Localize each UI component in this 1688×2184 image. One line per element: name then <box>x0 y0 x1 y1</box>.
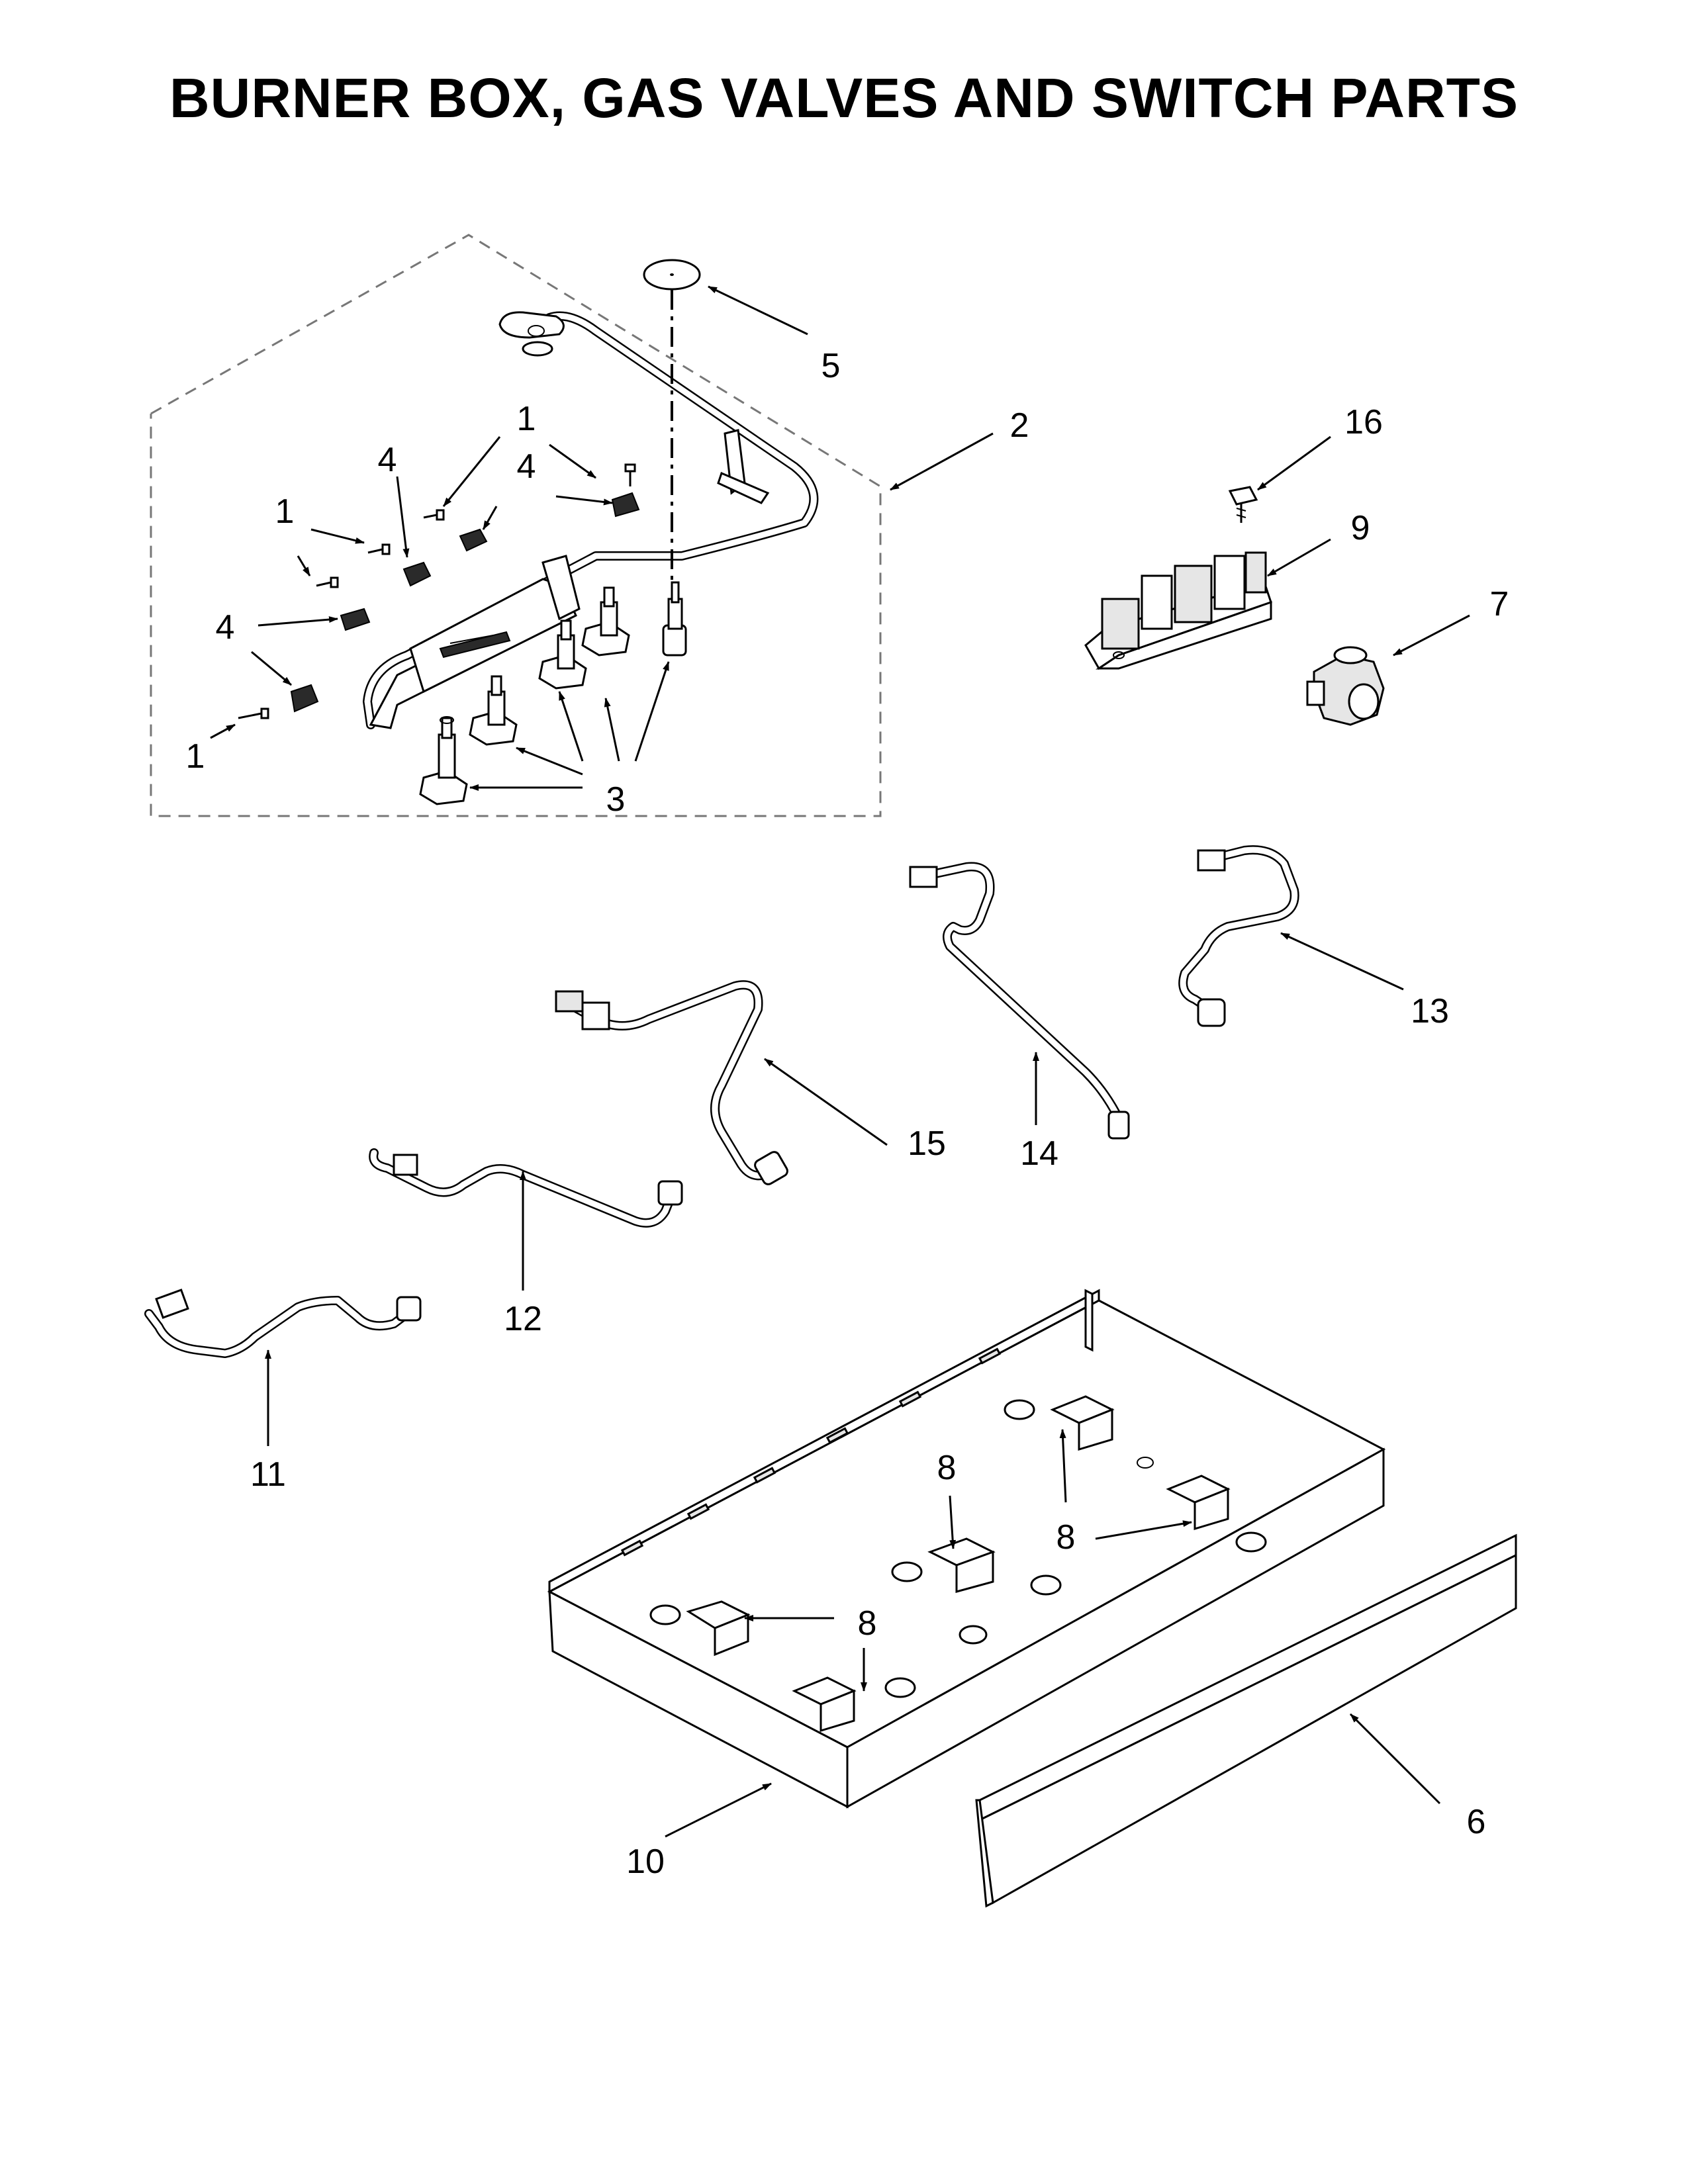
callout-12: 12 <box>504 1300 542 1338</box>
screw-e <box>624 463 636 486</box>
gas-manifold-tube <box>363 311 819 729</box>
leader-arrows <box>210 285 1470 1838</box>
callout-7: 7 <box>1490 585 1509 623</box>
gas-valve-3 <box>538 619 587 690</box>
callout-1-b: 1 <box>275 492 295 531</box>
burner-bracket-2 <box>792 1676 857 1733</box>
ignition-screw <box>1228 486 1258 523</box>
callout-4-c: 4 <box>216 608 235 647</box>
callout-11: 11 <box>250 1455 286 1494</box>
burner-bracket-4 <box>1050 1395 1115 1451</box>
gas-valve-4 <box>581 586 630 657</box>
gas-tube-13 <box>1178 845 1299 1027</box>
callout-13: 13 <box>1411 992 1449 1030</box>
valve-bracket-d <box>290 684 319 713</box>
callout-4-b: 4 <box>378 441 397 479</box>
gas-tube-12 <box>369 1148 683 1228</box>
valve-bracket-a <box>402 561 432 587</box>
burner-box-panel <box>369 555 581 729</box>
callout-8-b: 8 <box>1056 1518 1076 1557</box>
callout-2: 2 <box>1010 406 1029 445</box>
gas-tube-11 <box>144 1289 422 1358</box>
valve-bracket-b <box>459 528 488 552</box>
gas-valve-2 <box>469 675 518 746</box>
callout-15: 15 <box>908 1124 946 1163</box>
page-title: BURNER BOX, GAS VALVES AND SWITCH PARTS <box>169 67 1519 129</box>
callout-9: 9 <box>1351 509 1370 547</box>
pressure-regulator <box>1306 646 1385 726</box>
screw-b <box>316 576 339 588</box>
callout-labels: 5 2 16 9 7 1 4 4 1 4 1 3 15 14 13 12 11 … <box>186 347 1509 1881</box>
gas-valve-1 <box>419 716 468 805</box>
callout-16: 16 <box>1344 403 1383 441</box>
callout-8-a: 8 <box>937 1449 957 1487</box>
valve-bracket-c <box>340 608 371 631</box>
screw-d <box>423 509 445 521</box>
callout-14: 14 <box>1020 1134 1058 1173</box>
burner-bracket-5 <box>1166 1475 1231 1531</box>
callout-4-a: 4 <box>517 447 536 486</box>
screw-a <box>238 707 269 719</box>
spark-module <box>1084 551 1272 670</box>
gas-valve-5 <box>662 581 687 657</box>
assembly-dashed-outline <box>150 234 882 817</box>
screw-c <box>367 543 391 555</box>
callout-8-c: 8 <box>858 1604 877 1643</box>
callout-10: 10 <box>626 1843 665 1881</box>
callout-3: 3 <box>606 780 626 819</box>
callout-5: 5 <box>821 347 841 385</box>
valve-bracket-e <box>611 492 640 518</box>
gas-tube-15 <box>555 980 788 1185</box>
callout-1-c: 1 <box>186 737 205 776</box>
callout-1-a: 1 <box>517 400 536 438</box>
callout-6: 6 <box>1467 1803 1486 1841</box>
burner-tray <box>547 1289 1386 1809</box>
front-trim-rail <box>975 1533 1517 1908</box>
burner-bracket-1 <box>686 1600 751 1657</box>
burner-box-assembly <box>150 234 882 817</box>
gas-tube-14 <box>909 862 1130 1140</box>
